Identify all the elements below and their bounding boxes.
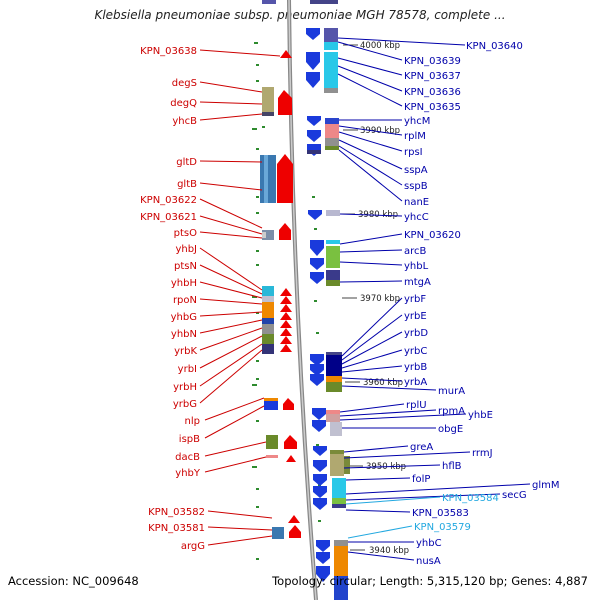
gene-label[interactable]: yhbL [404, 261, 429, 272]
right-gene-labels: KPN_03640 KPN_03639 KPN_03637 KPN_03636 … [404, 41, 560, 567]
gene-label[interactable]: secG [502, 490, 527, 501]
genome-backbone [287, 0, 318, 600]
gene-label[interactable]: KPN_03637 [404, 71, 461, 82]
gene-label[interactable]: KPN_03581 [148, 523, 205, 534]
gene-label[interactable]: yrbE [404, 311, 427, 322]
gene-label[interactable]: KPN_03639 [404, 56, 461, 67]
highlight-connectors [345, 496, 441, 539]
gene-label[interactable]: gltD [176, 157, 197, 168]
gene-label[interactable]: yrbF [404, 294, 426, 305]
gene-label[interactable]: rpmA [438, 406, 465, 417]
gene-label[interactable]: KPN_03621 [140, 212, 197, 223]
gene-arrow [284, 435, 297, 449]
gene-label[interactable]: rplM [404, 131, 426, 142]
left-strand-genes [260, 0, 301, 539]
gene-label[interactable]: yrbA [404, 377, 427, 388]
gene-label[interactable]: KPN_03582 [148, 507, 205, 518]
gene-label[interactable]: yhbC [416, 538, 442, 549]
gene-label[interactable]: nanE [404, 197, 429, 208]
gene-label[interactable]: KPN_03638 [140, 46, 197, 57]
gene-label[interactable]: KPN_03640 [466, 41, 523, 52]
gene-label[interactable]: yhbJ [175, 244, 197, 255]
gene-label[interactable]: KPN_03635 [404, 102, 461, 113]
gene-label[interactable]: ptsN [174, 261, 197, 272]
gene-label[interactable]: obgE [438, 424, 463, 435]
gene-arrow [277, 154, 293, 203]
gene-label[interactable]: greA [410, 442, 433, 453]
gene-label[interactable]: rrmJ [472, 448, 493, 459]
gene-label[interactable]: yrbH [173, 382, 197, 393]
gene-label[interactable]: yrbG [173, 399, 197, 410]
gene-label[interactable]: rpsI [404, 147, 423, 158]
gene-label[interactable]: yhbY [175, 468, 201, 479]
gene-label[interactable]: yhcC [404, 212, 429, 223]
ruler-label: 3940 kbp [369, 546, 409, 556]
gene-label[interactable]: sspA [404, 165, 428, 176]
gene-label[interactable]: dacB [175, 452, 200, 463]
gene-label[interactable]: yrbB [404, 362, 427, 373]
gene-label[interactable]: gltB [177, 179, 197, 190]
gene-arrow [280, 50, 292, 58]
gene-label[interactable]: yhbG [171, 312, 197, 323]
genome-summary: Topology: circular; Length: 5,315,120 bp… [272, 574, 588, 588]
gene-label[interactable]: nlp [185, 416, 200, 427]
ruler-label: 4000 kbp [360, 41, 400, 51]
gene-label[interactable]: mtgA [404, 277, 431, 288]
ruler-label: 3960 kbp [363, 378, 403, 388]
gene-arrow [306, 28, 320, 40]
gene-label[interactable]: KPN_03620 [404, 230, 461, 241]
gene-label[interactable]: glmM [532, 480, 560, 491]
gene-label[interactable]: KPN_03622 [140, 195, 197, 206]
gene-label[interactable]: yhbH [171, 278, 197, 289]
ruler-label: 3990 kbp [360, 126, 400, 136]
gene-label[interactable]: rpoN [173, 295, 197, 306]
left-connectors [199, 49, 281, 546]
accession-info: Accession: NC_009648 [8, 574, 139, 588]
gene-label[interactable]: ispB [179, 434, 200, 445]
gene-label[interactable]: argG [181, 541, 205, 552]
ruler-label: 3970 kbp [360, 294, 400, 304]
gene-label[interactable]: arcB [404, 246, 427, 257]
gene-label[interactable]: yhbN [171, 329, 197, 340]
gene-label[interactable]: yrbI [178, 364, 197, 375]
gene-label[interactable]: nusA [416, 556, 441, 567]
gene-arrow [278, 90, 292, 115]
gene-arrow [283, 398, 294, 410]
gene-label[interactable]: folP [412, 474, 430, 485]
gene-label[interactable]: rplU [406, 400, 427, 411]
gene-label[interactable]: yhcM [404, 116, 430, 127]
gene-label[interactable]: degQ [170, 98, 197, 109]
gene-arrow [289, 525, 301, 538]
gene-label[interactable]: yrbD [404, 328, 428, 339]
gene-label[interactable]: KPN_03583 [412, 508, 469, 519]
gene-label[interactable]: yhbE [468, 410, 493, 421]
right-strand-genes [306, 0, 350, 600]
gene-label[interactable]: degS [172, 78, 197, 89]
gene-label-highlighted[interactable]: KPN_03584 [442, 493, 499, 504]
gene-label[interactable]: yrbC [404, 346, 427, 357]
left-gene-labels: KPN_03638 degS degQ yhcB gltD gltB KPN_0… [140, 46, 205, 552]
gene-label[interactable]: yhcB [172, 116, 197, 127]
gene-label[interactable]: hflB [442, 461, 462, 472]
gene-label[interactable]: ptsO [174, 228, 197, 239]
gene-label-highlighted[interactable]: KPN_03579 [414, 522, 471, 533]
gene-arrow [279, 223, 291, 240]
right-connectors [337, 37, 531, 561]
gene-label[interactable]: murA [438, 386, 465, 397]
gene-label[interactable]: KPN_03636 [404, 87, 461, 98]
gene-label[interactable]: sspB [404, 181, 428, 192]
gene-label[interactable]: yrbK [174, 346, 197, 357]
map-title: Klebsiella pneumoniae subsp. pneumoniae … [94, 8, 506, 22]
